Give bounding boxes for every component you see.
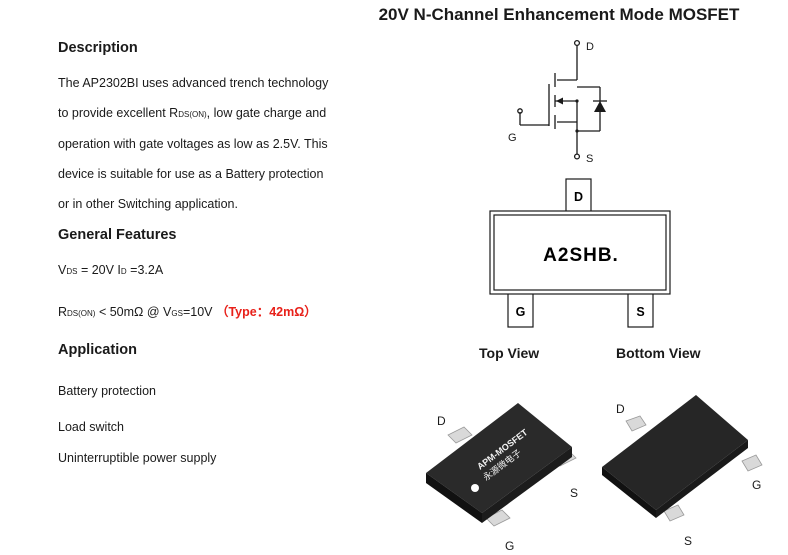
right-chip: D G S [602,395,763,548]
mosfet-symbol: D G S [508,39,607,165]
pin-s-label: S [636,305,644,319]
application-item: Uninterruptible power supply [58,451,217,465]
application-item: Battery protection [58,384,156,398]
package-top-view: D G S A2SHB. [489,178,671,328]
package-marking: A2SHB. [543,245,619,266]
symbol-gate-label: G [508,132,517,144]
feature-vds-id: VDS = 20V ID =3.2A [58,263,164,277]
description-line-5: or in other Switching application. [58,197,238,211]
left-pin-s: S [570,486,578,500]
right-pin-s: S [684,534,692,548]
top-view-label: Top View [479,345,540,361]
description-line-1: The AP2302BI uses advanced trench techno… [58,76,329,90]
description-heading: Description [58,40,138,56]
description-line-2: to provide excellent RDS(ON), low gate c… [58,106,327,120]
typical-rdson: （Type：42mΩ） [215,305,317,319]
pin-g-label: G [516,305,526,319]
left-pin-d: D [437,414,446,428]
description-line-4: device is suitable for use as a Battery … [58,167,324,181]
pin-d-label: D [574,190,583,204]
left-chip: APM-MOSFET 永源微电子 D S G [426,403,578,553]
left-pin-g: G [505,539,514,553]
description-line-3: operation with gate voltages as low as 2… [58,137,328,151]
bottom-view-label: Bottom View [616,345,701,361]
package-body-inner [493,214,667,291]
features-heading: General Features [58,227,177,243]
symbol-drain-label: D [586,41,594,53]
right-pin-d: D [616,402,625,416]
application-item: Load switch [58,420,125,434]
chip-photo: APM-MOSFET 永源微电子 D S G D G S [426,395,763,553]
feature-rdson: RDS(ON) < 50mΩ @ VGS=10V （Type：42mΩ） [58,305,317,319]
symbol-source-label: S [586,153,593,165]
right-pin-g: G [752,478,761,492]
page-title: 20V N-Channel Enhancement Mode MOSFET [378,5,740,24]
pin-d-pad [565,178,592,213]
application-heading: Application [58,342,137,358]
